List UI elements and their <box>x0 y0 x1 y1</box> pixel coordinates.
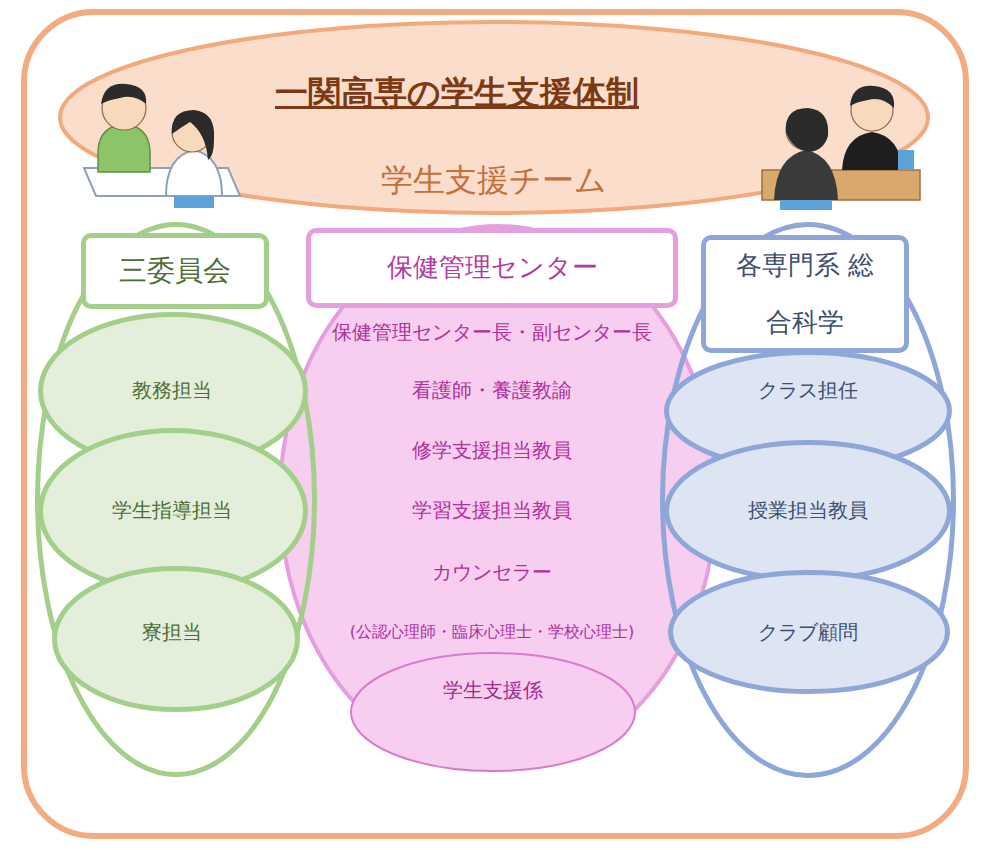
heading-box: 三委員会 <box>81 233 269 309</box>
ellipse-shape <box>667 443 950 580</box>
node-text: 学生指導担当 <box>112 498 232 522</box>
node-text: 学習支援担当教員 <box>412 498 572 522</box>
text-slot: クラブ顧問 <box>698 616 918 648</box>
text-slot: (公認心理師・臨床心理士・学校心理士) <box>292 618 692 646</box>
node-text: 保健管理センター長・副センター長 <box>332 320 652 344</box>
text-slot: カウンセラー <box>292 557 692 587</box>
text-slot: 保健管理センター長・副センター長 <box>292 317 692 347</box>
heading-text: 保健管理センター <box>387 252 598 283</box>
node-text: 修学支援担当教員 <box>412 438 572 462</box>
role-ellipse: 寮担当 <box>52 566 300 712</box>
text-slot: 寮担当 <box>72 616 272 648</box>
text-slot: 学習支援担当教員 <box>292 495 692 525</box>
committee-ellipse: 三委員会教務担当学生指導担当寮担当 <box>35 222 317 777</box>
role-ellipse: 授業担当教員 <box>664 440 952 582</box>
node-text: 授業担当教員 <box>748 498 868 522</box>
node-text: 学生支援チーム <box>381 161 607 199</box>
node-text: 教務担当 <box>132 378 212 402</box>
node-text: カウンセラー <box>432 560 552 584</box>
ellipse-shape <box>351 653 635 771</box>
text-slot: 学生支援チーム <box>334 157 654 203</box>
ellipse-shape <box>55 569 298 710</box>
text-slot: 学生指導担当 <box>62 494 282 526</box>
ellipse-shape <box>280 226 716 770</box>
health-center-circle: 保健管理センター保健管理センター長・副センター長看護師・養護教諭修学支援担当教員… <box>278 224 718 772</box>
heading-box: 保健管理センター <box>306 228 678 308</box>
node-text: 学生支援係 <box>443 678 543 702</box>
node-text: (公認心理師・臨床心理士・学校心理士) <box>350 622 634 641</box>
node-text: クラブ顧問 <box>758 620 858 644</box>
text-slot: 看護師・養護教諭 <box>292 375 692 405</box>
heading-text: 各専門系 総合科学 <box>730 237 880 351</box>
title-slot: 一関高専の学生支援体制 <box>197 67 717 119</box>
text-slot: 授業担当教員 <box>698 494 918 526</box>
node-text: 看護師・養護教諭 <box>412 378 572 402</box>
text-slot: 修学支援担当教員 <box>292 435 692 465</box>
department-ellipse: 各専門系 総合科学クラス担任授業担当教員クラブ顧問 <box>660 222 956 778</box>
text-slot: 学生支援係 <box>383 674 603 706</box>
node-text: クラス担任 <box>758 378 858 402</box>
heading-text: 三委員会 <box>119 254 231 288</box>
node-text: 寮担当 <box>142 620 202 644</box>
text-slot: 教務担当 <box>62 374 282 406</box>
ellipse-shape <box>60 22 928 213</box>
frame-border <box>24 12 966 836</box>
ellipse-shape <box>663 225 954 776</box>
text-slot: クラス担任 <box>698 374 918 406</box>
staff-ellipse: 学生支援係 <box>350 652 636 772</box>
node-outline <box>350 652 636 772</box>
heading-box: 各専門系 総合科学 <box>701 235 909 353</box>
diagram-title: 一関高専の学生支援体制 <box>275 71 639 116</box>
ellipse-shape <box>38 225 315 775</box>
ellipse-shape <box>671 573 948 692</box>
role-ellipse: クラブ顧問 <box>668 570 950 694</box>
